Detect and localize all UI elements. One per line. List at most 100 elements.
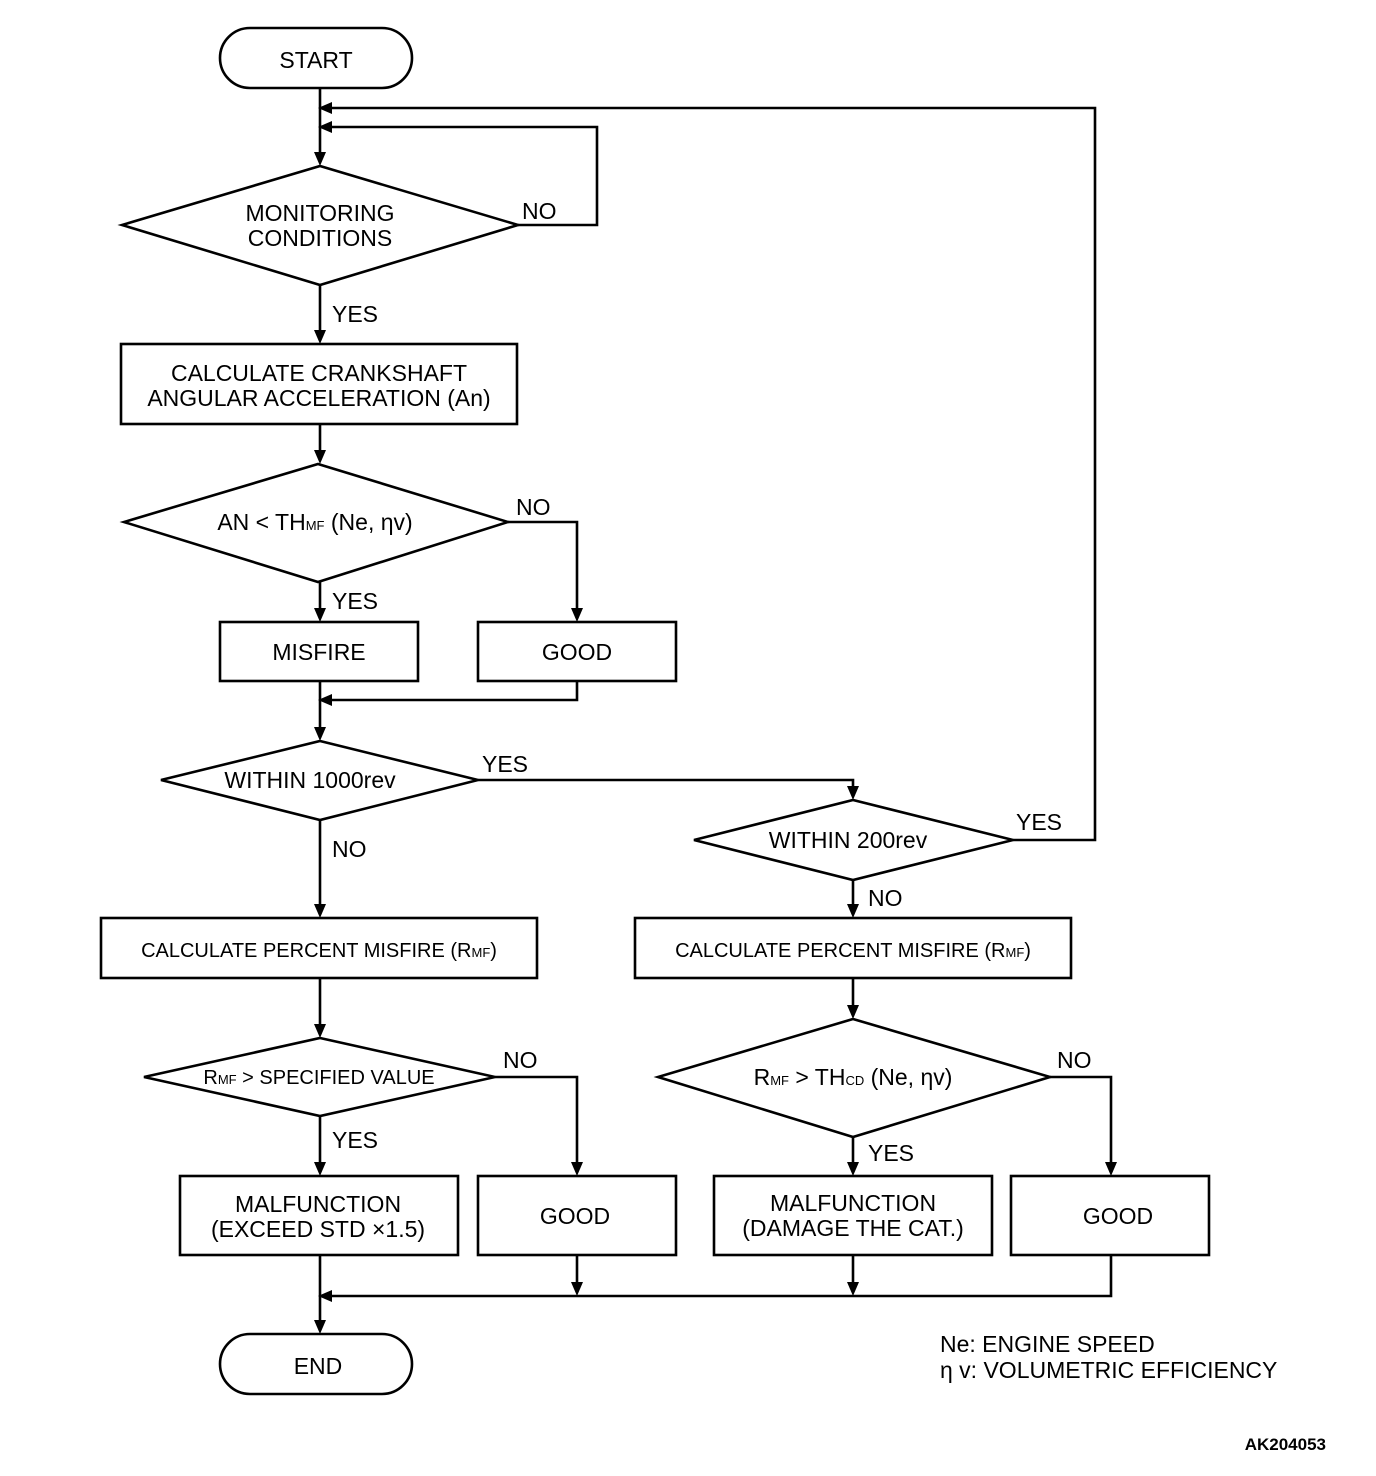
arrowhead — [314, 330, 326, 344]
edge-label-no: NO — [503, 1047, 538, 1073]
connectors — [318, 88, 1113, 1324]
an-threshold-label: AN < THMF (Ne, ηv) — [217, 509, 412, 535]
monitoring-conditions-label-1: MONITORING — [245, 200, 394, 226]
arrowhead — [847, 904, 859, 918]
good-process-3 — [1009, 1174, 1211, 1257]
start-terminal — [218, 26, 414, 90]
connector-no-th — [1050, 1075, 1113, 1166]
within-200rev-label: WITHIN 200rev — [769, 827, 928, 853]
rmf-specified-tail: > SPECIFIED VALUE — [237, 1067, 435, 1089]
arrowhead — [314, 904, 326, 918]
calc-percent-left-tail: ) — [490, 940, 497, 962]
calc-percent-right-tail: ) — [1024, 940, 1031, 962]
monitoring-conditions-decision — [117, 164, 523, 287]
arrowhead — [571, 1282, 583, 1296]
rmf-threshold-subscript-2: CD — [845, 1073, 864, 1088]
arrowhead — [318, 1290, 332, 1302]
calc-crankshaft-process — [119, 342, 519, 426]
calc-percent-misfire-left-label: CALCULATE PERCENT MISFIRE (RMF) — [141, 940, 497, 962]
connector-outer-loop — [330, 106, 1097, 842]
connector-no-loop — [330, 125, 599, 227]
edge-label-no: NO — [522, 198, 557, 224]
an-threshold-main: AN < TH — [217, 509, 305, 535]
connector-no-an — [508, 520, 579, 612]
arrowhead — [314, 450, 326, 464]
good-label-2: GOOD — [540, 1203, 610, 1229]
edge-label-no: NO — [516, 494, 551, 520]
arrowhead — [1105, 1162, 1117, 1176]
malfunction-exceed-label-2: (EXCEED STD ×1.5) — [211, 1216, 425, 1242]
misfire-label: MISFIRE — [272, 639, 365, 665]
arrowhead — [314, 1320, 326, 1334]
calc-percent-right-main: CALCULATE PERCENT MISFIRE (R — [675, 940, 1005, 962]
connector-good-merge — [330, 682, 579, 702]
rmf-threshold-subscript-1: MF — [770, 1073, 789, 1088]
calc-crankshaft-label-1: CALCULATE CRANKSHAFT — [171, 360, 467, 386]
good-label-3: GOOD — [1083, 1203, 1153, 1229]
rmf-threshold-label: RMF > THCD (Ne, ηv) — [754, 1064, 953, 1090]
edge-label-yes: YES — [868, 1140, 914, 1166]
arrowhead — [318, 694, 332, 706]
end-terminal — [218, 1332, 414, 1396]
good-process-2 — [476, 1174, 678, 1257]
good-label-1: GOOD — [542, 639, 612, 665]
calc-percent-misfire-right-label: CALCULATE PERCENT MISFIRE (RMF) — [675, 940, 1031, 962]
rmf-threshold-tail: (Ne, ηv) — [864, 1064, 952, 1090]
arrowhead — [847, 1005, 859, 1019]
malfunction-cat-label-2: (DAMAGE THE CAT.) — [742, 1215, 964, 1241]
edge-label-yes: YES — [332, 588, 378, 614]
edge-label-no: NO — [1057, 1047, 1092, 1073]
good-process-1 — [476, 620, 678, 683]
malfunction-cat-process — [712, 1174, 994, 1257]
edge-label-no: NO — [868, 885, 903, 911]
rmf-specified-decision — [143, 1036, 496, 1118]
arrowhead — [314, 727, 326, 741]
connector-good3-merge — [330, 1256, 1113, 1298]
legend-engine-speed: Ne: ENGINE SPEED — [940, 1331, 1155, 1357]
calc-crankshaft-label-2: ANGULAR ACCELERATION (An) — [147, 385, 490, 411]
connector-no-spec — [495, 1075, 579, 1166]
within-200rev-decision — [693, 798, 1014, 882]
calc-percent-misfire-left — [99, 916, 539, 980]
rmf-specified-r: R — [203, 1067, 217, 1089]
within-1000rev-decision — [160, 739, 479, 822]
arrowhead — [847, 1282, 859, 1296]
edge-label-yes: YES — [482, 751, 528, 777]
arrowhead — [571, 608, 583, 622]
arrowhead — [318, 121, 332, 133]
edge-label-yes: YES — [332, 301, 378, 327]
rmf-specified-subscript: MF — [218, 1072, 237, 1087]
edge-label-yes: YES — [1016, 809, 1062, 835]
legend-volumetric-efficiency: η v: VOLUMETRIC EFFICIENCY — [940, 1357, 1277, 1383]
arrowhead — [314, 152, 326, 166]
an-threshold-subscript: MF — [306, 518, 325, 533]
arrowhead — [847, 786, 859, 800]
an-threshold-decision — [119, 462, 513, 584]
arrowheads — [314, 102, 1117, 1334]
arrowhead — [571, 1162, 583, 1176]
monitoring-conditions-label-2: CONDITIONS — [248, 225, 392, 251]
arrowhead — [314, 1024, 326, 1038]
calc-percent-left-main: CALCULATE PERCENT MISFIRE (R — [141, 940, 471, 962]
arrowhead — [847, 1162, 859, 1176]
rmf-threshold-decision — [653, 1017, 1055, 1139]
rmf-specified-label: RMF > SPECIFIED VALUE — [203, 1067, 434, 1089]
connector-yes-1000 — [478, 778, 855, 790]
rmf-threshold-mid: > TH — [789, 1064, 845, 1090]
malfunction-exceed-process — [178, 1174, 460, 1257]
edge-labels: NO YES NO YES YES NO YES NO NO YES NO YE… — [332, 198, 1092, 1166]
edge-label-yes: YES — [332, 1127, 378, 1153]
edge-label-no: NO — [332, 836, 367, 862]
an-threshold-tail: (Ne, ηv) — [325, 509, 413, 535]
end-label: END — [294, 1353, 343, 1379]
figure-code: AK204053 — [1245, 1435, 1326, 1454]
misfire-process — [218, 620, 420, 683]
malfunction-cat-label-1: MALFUNCTION — [770, 1190, 936, 1216]
start-label: START — [279, 47, 352, 73]
arrowhead — [318, 102, 332, 114]
calc-percent-right-subscript: MF — [1005, 945, 1024, 960]
malfunction-exceed-label-1: MALFUNCTION — [235, 1191, 401, 1217]
arrowhead — [314, 1162, 326, 1176]
